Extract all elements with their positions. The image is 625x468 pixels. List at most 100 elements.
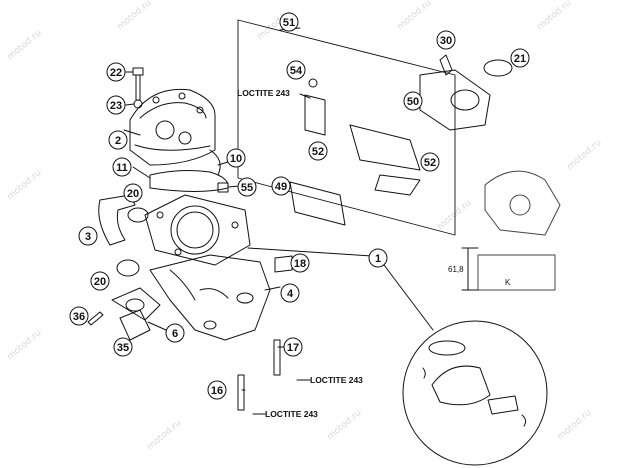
svg-text:23: 23: [110, 100, 122, 112]
part-10-o-ring: [209, 149, 221, 176]
part-11-gasket: [149, 170, 229, 192]
svg-text:20: 20: [94, 276, 106, 288]
watermark: motod.ru: [6, 28, 44, 62]
part-20-clamp: [127, 207, 149, 223]
watermark: motod.ru: [566, 138, 604, 172]
leader-4: [264, 286, 281, 291]
callout-20-lower: 20: [90, 271, 110, 291]
svg-text:55: 55: [241, 182, 253, 194]
part-55-sleeve: [217, 182, 229, 193]
watermark: motod.ru: [396, 0, 434, 32]
loctite-label-top: LOCTITE 243: [237, 88, 290, 98]
part-50-intake: [419, 69, 491, 131]
callout-18: 18: [290, 253, 310, 273]
watermark: motod.ru: [536, 0, 574, 32]
leader-loctite-c: [299, 93, 311, 99]
callout-35: 35: [113, 337, 133, 357]
part-22-bolt: [132, 67, 144, 101]
leader-2: [123, 129, 141, 136]
svg-text:11: 11: [116, 162, 128, 174]
part-23-washer: [133, 99, 143, 109]
reed-stop-plate: [374, 174, 421, 196]
callout-4: 4: [280, 283, 300, 303]
reed-valve-block: [349, 124, 421, 171]
part-49-gasket: [289, 181, 346, 226]
svg-text:52: 52: [312, 146, 324, 158]
part-36-screw: [87, 311, 104, 326]
svg-text:20: 20: [127, 188, 139, 200]
part-3-exhaust-elbow: [98, 194, 136, 246]
dimension-k: K: [505, 278, 511, 287]
part-30-screw: [439, 54, 453, 76]
reed-valve-petal: [304, 94, 326, 136]
callout-20-upper: 20: [123, 183, 143, 203]
part-17-stud: [273, 339, 281, 376]
callout-1: 1: [368, 248, 388, 268]
callout-30: 30: [436, 30, 456, 50]
part-20-clamp: [116, 259, 140, 277]
watermark: motod.ru: [6, 328, 44, 362]
dimension-ticks: [461, 247, 479, 291]
callout-49: 49: [271, 176, 291, 196]
callout-17: 17: [283, 337, 303, 357]
part-6-flange: [111, 287, 161, 341]
callout-16: 16: [207, 380, 227, 400]
watermark: motod.ru: [146, 418, 184, 452]
svg-text:17: 17: [287, 342, 299, 354]
part-1-cylinder: [144, 194, 251, 266]
leader-6: [147, 321, 167, 331]
callout-23: 23: [106, 95, 126, 115]
loctite-label-mid: LOCTITE 243: [310, 375, 363, 385]
svg-text:1: 1: [375, 253, 381, 265]
leader-1b: [383, 264, 434, 331]
svg-text:4: 4: [287, 288, 294, 300]
watermark: motod.ru: [116, 0, 154, 32]
loctite-label-bottom: LOCTITE 243: [265, 409, 318, 419]
svg-text:16: 16: [211, 385, 223, 397]
svg-text:10: 10: [230, 153, 242, 165]
svg-text:49: 49: [275, 181, 287, 193]
callout-52-right: 52: [420, 152, 440, 172]
callout-55: 55: [237, 177, 257, 197]
svg-text:21: 21: [514, 53, 526, 65]
watermark: motod.ru: [6, 168, 44, 202]
callout-3: 3: [78, 226, 98, 246]
svg-text:52: 52: [424, 157, 436, 169]
svg-text:36: 36: [73, 311, 85, 323]
callout-50: 50: [403, 91, 423, 111]
dimension-value: 61,8: [448, 265, 464, 274]
callout-21: 21: [510, 48, 530, 68]
svg-text:3: 3: [85, 231, 91, 243]
part-21-clamp: [483, 59, 513, 77]
part-16-stud: [237, 374, 245, 411]
head-detail-view: [477, 170, 561, 291]
svg-text:22: 22: [110, 67, 122, 79]
svg-text:51: 51: [283, 17, 295, 29]
svg-text:54: 54: [290, 65, 303, 77]
svg-text:6: 6: [172, 328, 178, 340]
part-4-cylinder-lower: [149, 254, 271, 341]
svg-text:2: 2: [115, 135, 121, 147]
callout-10: 10: [226, 148, 246, 168]
callout-11: 11: [112, 157, 132, 177]
part-18-cap: [274, 255, 293, 273]
callout-54: 54: [286, 60, 306, 80]
callouts: 51 22 23 2 11 10 55 20 3 20 18 4 1 36 6 …: [69, 12, 530, 400]
callout-2: 2: [108, 130, 128, 150]
watermark: motod.ru: [436, 198, 474, 232]
leader-10: [217, 161, 229, 166]
watermark: motod.ru: [326, 408, 364, 442]
leader-1: [247, 247, 373, 257]
callout-6: 6: [165, 323, 185, 343]
callout-22: 22: [106, 62, 126, 82]
callout-51: 51: [279, 12, 299, 32]
reed-kit-panel: [237, 19, 456, 236]
svg-text:35: 35: [117, 342, 129, 354]
piston-detail: [402, 320, 548, 466]
watermark: motod.ru: [556, 408, 594, 442]
svg-text:18: 18: [294, 258, 306, 270]
callout-36: 36: [69, 306, 89, 326]
callout-52-left: 52: [308, 141, 328, 161]
leader-11: [132, 166, 151, 179]
